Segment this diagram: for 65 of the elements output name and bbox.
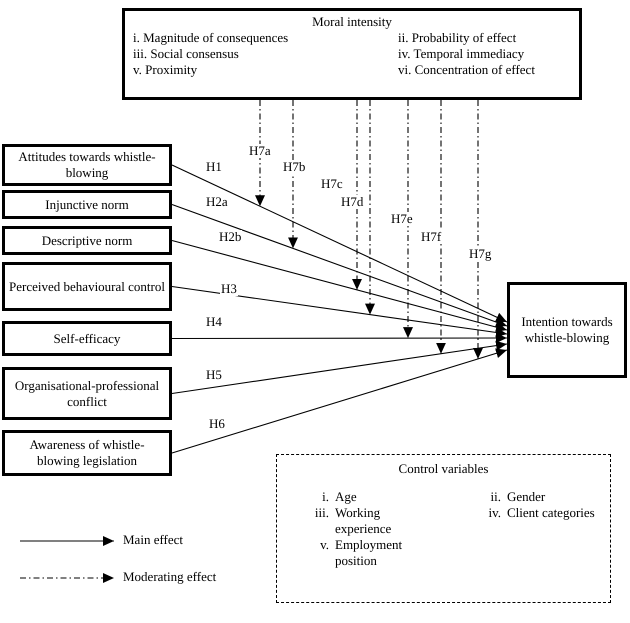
list-numeral: iii. — [314, 505, 329, 520]
list-item: vi. Concentration of effect — [398, 62, 535, 77]
arrow — [255, 100, 265, 206]
arrow — [172, 286, 508, 338]
list-item: Gender — [507, 489, 546, 504]
factor-box — [122, 8, 582, 100]
edge-label: H7c — [320, 177, 344, 191]
list-numeral: ii. — [490, 489, 501, 504]
edge-label: H7g — [468, 247, 492, 261]
list-item: Age — [335, 489, 357, 504]
list-item: iii. Social consensus — [133, 46, 239, 61]
list-numeral: v. — [320, 537, 329, 552]
box-label: Intention towards whistle-blowing — [520, 314, 614, 346]
arrow — [288, 100, 298, 248]
arrow — [365, 100, 375, 315]
edge-label: H7f — [420, 230, 442, 244]
box-heading: Moral intensity — [312, 14, 392, 29]
edge-label: H7e — [390, 212, 414, 226]
arrow — [473, 100, 483, 359]
box-label: Organisational-professional conflict — [14, 378, 160, 410]
edge-label: H4 — [205, 315, 223, 329]
construct-box — [2, 367, 172, 420]
construct-box — [2, 262, 172, 311]
box-label: Attitudes towards whistle-blowing — [17, 149, 157, 181]
edge-label: H6 — [208, 417, 226, 431]
box-label: Perceived behavioural control — [9, 278, 165, 294]
list-item: v. Proximity — [133, 62, 198, 77]
list-item: ii. Probability of effect — [398, 30, 516, 45]
box-label: Descriptive norm — [42, 232, 132, 248]
edge-label: H2b — [218, 230, 242, 244]
edge-label: H5 — [205, 368, 223, 382]
list-item: i. Magnitude of consequences — [133, 30, 288, 45]
construct-box — [2, 144, 172, 186]
construct-box — [2, 430, 172, 476]
construct-box — [2, 190, 172, 219]
arrow — [352, 100, 362, 290]
edge-label: H7b — [282, 160, 306, 174]
list-item: iv. Temporal immediacy — [398, 46, 524, 61]
box-label: Self-efficacy — [54, 330, 120, 346]
box-label: Injunctive norm — [45, 196, 129, 212]
edge-label: H1 — [205, 160, 223, 174]
list-numeral: iv. — [488, 505, 501, 520]
edge-label: H7a — [248, 144, 272, 158]
edge-label: H2a — [205, 195, 229, 209]
construct-box — [2, 321, 172, 356]
legend-label: Main effect — [122, 533, 184, 547]
arrow — [172, 204, 508, 327]
outcome-box — [507, 282, 627, 378]
list-item: Employment position — [335, 537, 402, 568]
arrow — [172, 164, 508, 322]
box-heading: Control variables — [398, 461, 488, 476]
box-label: Awareness of whistle-blowing legislation — [28, 437, 146, 469]
legend-label: Moderating effect — [122, 570, 218, 584]
arrow — [403, 100, 413, 338]
arrow — [172, 340, 508, 394]
arrow — [172, 333, 507, 344]
arrow — [172, 348, 508, 454]
arrow — [436, 100, 446, 354]
construct-box — [2, 226, 172, 255]
edge-label: H3 — [220, 282, 238, 296]
control-variables-box — [276, 454, 611, 603]
arrow — [172, 240, 508, 332]
list-numeral: i. — [322, 489, 329, 504]
edge-label: H7d — [340, 195, 364, 209]
list-item: Client categories — [507, 505, 595, 520]
